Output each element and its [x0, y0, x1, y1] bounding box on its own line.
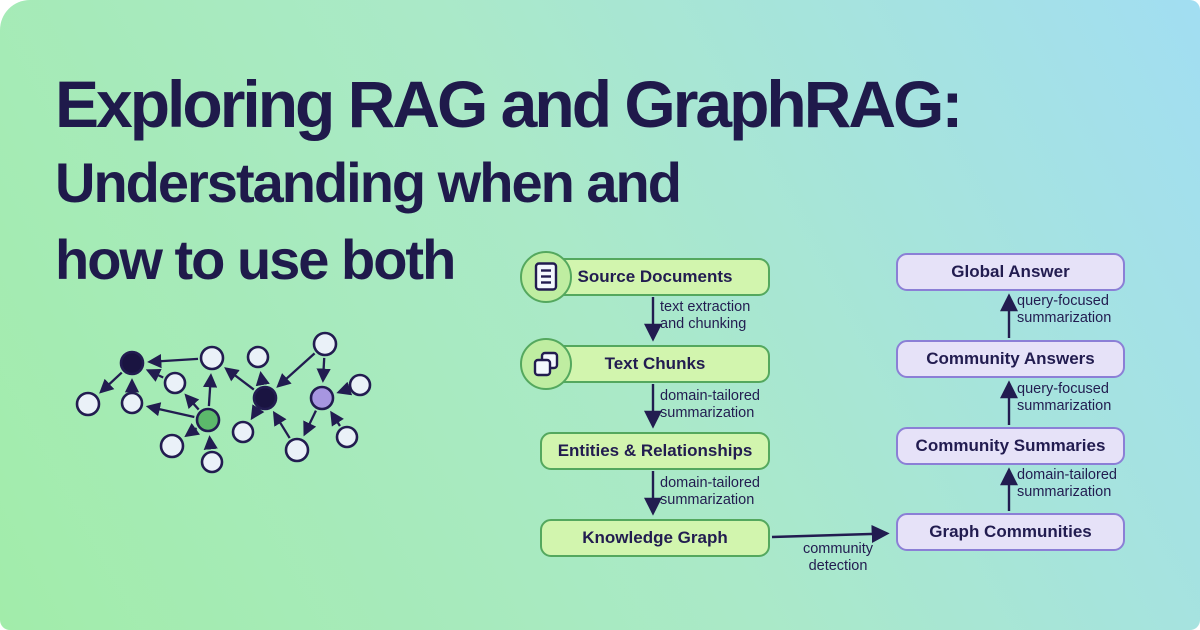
graph-node-light: [335, 425, 359, 449]
arrow-label-left-1: text extraction and chunking: [660, 299, 751, 332]
arrow-label-right-3: domain-tailored summarization: [1017, 467, 1117, 500]
graph-edge: [184, 393, 200, 411]
flow-box-label: Global Answer: [951, 262, 1070, 281]
arrow-label-right-1: query-focused summarization: [1017, 293, 1112, 326]
knowledge-graph-illustration: [75, 331, 372, 474]
graph-node-purple: [309, 385, 335, 411]
graph-node-light: [284, 437, 310, 463]
graph-node-light: [200, 450, 224, 474]
chunks-icon: [520, 338, 572, 390]
flow-box-source-documents: Source Documents: [540, 258, 770, 296]
flow-box-graph-communities: Graph Communities: [896, 513, 1125, 551]
flow-box-label: Knowledge Graph: [582, 528, 728, 547]
document-icon: [520, 251, 572, 303]
flow-box-label: Text Chunks: [604, 354, 706, 373]
graph-node-dark: [119, 350, 145, 376]
graph-edge: [276, 352, 316, 388]
arrow-label-right-2: query-focused summarization: [1017, 381, 1112, 414]
graph-node-light: [163, 371, 187, 395]
flow-box-knowledge-graph: Knowledge Graph: [540, 519, 770, 557]
arrow-label-left-3: domain-tailored summarization: [660, 475, 760, 508]
graph-node-dark: [252, 385, 278, 411]
graph-edge: [203, 435, 218, 450]
flow-box-text-chunks: Text Chunks: [540, 345, 770, 383]
page-title-line1: Exploring RAG and GraphRAG:: [55, 67, 963, 141]
graph-edge: [303, 410, 317, 437]
graph-edge: [330, 410, 344, 427]
flow-box-label: Community Answers: [926, 349, 1095, 368]
graph-edge: [336, 381, 353, 396]
graph-node-light: [246, 345, 270, 369]
graph-node-light: [159, 433, 185, 459]
graph-edge: [224, 367, 255, 391]
graph-node-light: [120, 391, 144, 415]
page-title-line2: Understanding when and: [55, 151, 682, 214]
graph-edge: [250, 404, 265, 421]
flow-box-label: Community Summaries: [915, 436, 1106, 455]
graph-edge: [99, 371, 123, 394]
flow-arrow: [771, 524, 890, 543]
flow-box-community-answers: Community Answers: [896, 340, 1125, 378]
graph-edge: [272, 410, 291, 439]
graph-node-green: [195, 407, 221, 433]
graph-edge: [147, 354, 199, 369]
flow-box-label: Graph Communities: [929, 522, 1092, 541]
graph-edge: [145, 368, 164, 382]
arrow-label-left-2: domain-tailored summarization: [660, 388, 760, 421]
graph-edge: [184, 423, 201, 438]
graph-edge: [202, 373, 218, 407]
graph-edge: [255, 370, 270, 387]
arrow-label-community-detection: community detection: [802, 541, 874, 574]
flow-box-entities-relationships: Entities & Relationships: [540, 432, 770, 470]
graph-edge: [145, 402, 195, 419]
graph-node-light: [199, 345, 225, 371]
graph-node-light: [231, 420, 255, 444]
page-title: Exploring RAG and GraphRAG: Understandin…: [55, 64, 963, 298]
flow-box-label: Source Documents: [577, 267, 733, 286]
graph-node-light: [348, 373, 372, 397]
graph-edge: [316, 357, 331, 383]
graph-node-light: [75, 391, 101, 417]
flow-box-community-summaries: Community Summaries: [896, 427, 1125, 465]
flow-box-global-answer: Global Answer: [896, 253, 1125, 291]
graph-node-light: [312, 331, 338, 357]
flow-box-label: Entities & Relationships: [557, 441, 753, 460]
page-title-line3: how to use both: [55, 228, 456, 291]
